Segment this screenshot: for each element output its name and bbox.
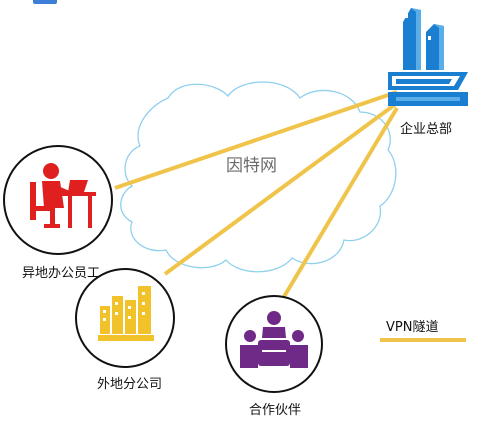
partner-node (225, 295, 323, 393)
worker-icon (30, 163, 96, 228)
tunnel-branch (163, 101, 399, 276)
partner-label: 合作伙伴 (249, 403, 302, 418)
tunnel-remote (114, 90, 398, 190)
office-buildings-icon (98, 286, 154, 341)
hq-label: 企业总部 (400, 122, 453, 137)
remote-label: 异地办公员工 (22, 266, 101, 281)
building-icon (388, 8, 468, 106)
branch-office-node (75, 268, 175, 368)
legend-label: VPN隧道 (386, 320, 439, 335)
branch-label: 外地分公司 (97, 377, 163, 392)
cloud-label: 因特网 (226, 156, 277, 176)
corner-tab (33, 0, 57, 4)
tunnel-partner (280, 106, 399, 302)
meeting-icon (240, 311, 308, 368)
remote-worker-node (3, 145, 113, 255)
